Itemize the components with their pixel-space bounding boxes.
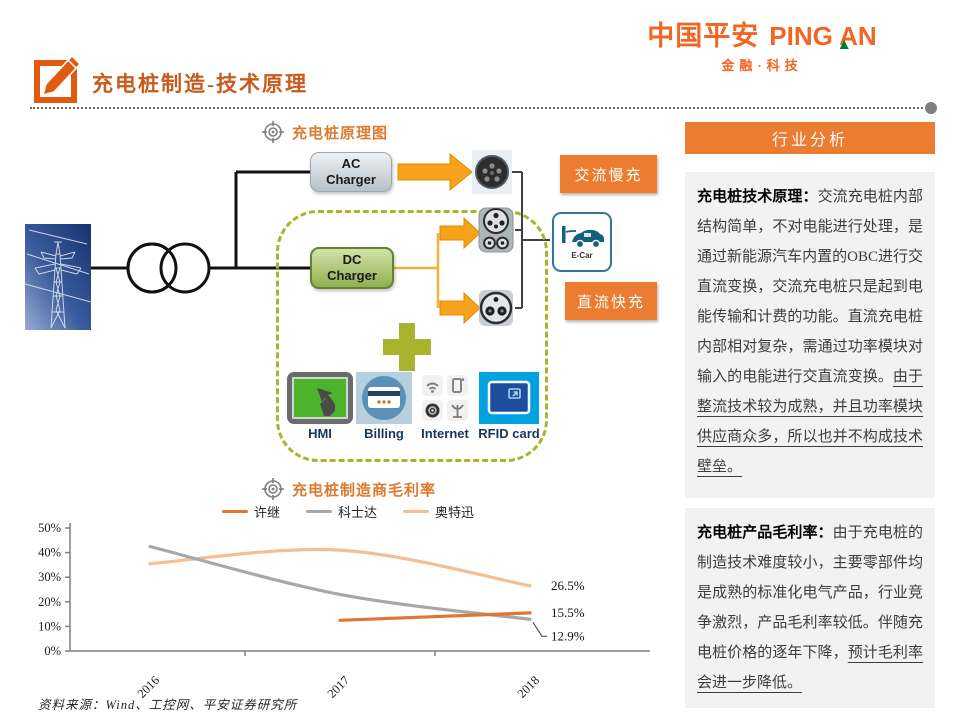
gbt-connector-icon [479, 290, 513, 326]
svg-text:40%: 40% [38, 546, 61, 560]
svg-text:30%: 30% [38, 570, 61, 584]
dc-flow-arrow-bottom [439, 291, 481, 325]
rfid-label: RFID card [478, 426, 540, 441]
target-icon [262, 478, 284, 500]
svg-text:10%: 10% [38, 619, 61, 633]
svg-text:26.5%: 26.5% [551, 578, 585, 593]
dc-fast-charge-label: 直流快充 [565, 282, 657, 320]
ecar-box: E-Car [552, 212, 612, 272]
pencil-icon [34, 54, 82, 109]
source-note: 资料来源：Wind、工控网、平安证券研究所 [38, 698, 298, 712]
ac-charger-box: AC Charger [310, 152, 392, 192]
legend-item: 许继 [222, 502, 280, 521]
svg-text:12.9%: 12.9% [551, 628, 585, 643]
chart-legend: 许继 科士达 奥特迅 [222, 502, 474, 521]
legend-label: 科士达 [338, 505, 378, 520]
sidebar-paragraph-margin: 充电桩产品毛利率：由于充电桩的制造技术难度较小，主要零部件均是成熟的标准化电气产… [685, 508, 935, 708]
logo-cn-text: 中国平安 [647, 21, 760, 51]
divider-end-dot [925, 102, 937, 114]
hmi-label: HMI [308, 426, 332, 441]
legend-swatch [403, 510, 430, 513]
svg-text:2018: 2018 [515, 673, 543, 700]
divider-dotted-line [30, 107, 923, 109]
para1-text: 交流充电桩内部结构简单，不对电能进行处理，是通过新能源汽车内置的OBC进行交直流… [697, 189, 923, 385]
sidebar-paragraph-tech: 充电桩技术原理：交流充电桩内部结构简单，不对电能进行处理，是通过新能源汽车内置的… [685, 172, 935, 498]
legend-swatch [222, 510, 248, 513]
hmi-icon [287, 372, 353, 424]
diagram-wires [91, 152, 550, 325]
legend-label: 许继 [254, 505, 281, 520]
chart-section-label: 充电桩制造商毛利率 [262, 478, 436, 500]
dc-flow-arrow-top [439, 216, 481, 250]
power-tower-photo [25, 224, 91, 330]
sidebar-header: 行业分析 [685, 122, 935, 154]
svg-text:50%: 50% [38, 521, 61, 535]
page-title: 充电桩制造-技术原理 [92, 72, 308, 96]
ccs-connector-icon [478, 207, 514, 253]
ecar-label: E-Car [571, 251, 593, 260]
logo-green-mark [839, 40, 849, 49]
ecar-icon [562, 226, 604, 249]
legend-swatch [306, 510, 333, 513]
legend-item: 奥特迅 [403, 502, 474, 521]
svg-text:0%: 0% [44, 644, 61, 658]
diagram-section-title: 充电桩原理图 [292, 125, 389, 142]
para2-underline: 预计毛利率会进一步降低。 [697, 645, 923, 691]
legend-item: 科士达 [306, 502, 377, 521]
billing-icon [356, 372, 412, 424]
svg-text:20%: 20% [38, 595, 61, 609]
svg-text:2017: 2017 [325, 673, 353, 700]
internet-icon [422, 375, 468, 421]
logo-en-text: PING AN [769, 21, 877, 51]
target-icon [262, 121, 284, 143]
dc-zone-dashed-border [276, 210, 548, 462]
para1-bold: 充电桩技术原理： [697, 189, 818, 205]
svg-text:15.5%: 15.5% [551, 605, 585, 620]
logo-tagline: 金融·科技 [721, 58, 803, 73]
para1-underline: 由于整流技术较为成熟，并且功率模块供应商众多，所以也并不构成技术壁垒。 [697, 369, 923, 475]
ac-connector-icon [472, 150, 512, 194]
billing-label: Billing [364, 426, 404, 441]
pingan-logo: 中国平安 PING AN 金融·科技 [612, 14, 912, 74]
para2-text: 由于充电桩的制造技术难度较小，主要零部件均是成熟的标准化电气产品，行业竞争激烈，… [697, 525, 923, 661]
ac-flow-arrow [397, 152, 473, 192]
chart-section-title: 充电桩制造商毛利率 [292, 482, 437, 499]
plus-icon [383, 323, 431, 371]
para2-bold: 充电桩产品毛利率： [697, 525, 833, 541]
rfid-card-icon [479, 372, 539, 424]
diagram-section-label: 充电桩原理图 [262, 121, 388, 143]
internet-label: Internet [421, 426, 469, 441]
dc-charger-box: DC Charger [310, 247, 394, 289]
ac-slow-charge-label: 交流慢充 [560, 155, 657, 193]
legend-label: 奥特迅 [435, 505, 475, 520]
